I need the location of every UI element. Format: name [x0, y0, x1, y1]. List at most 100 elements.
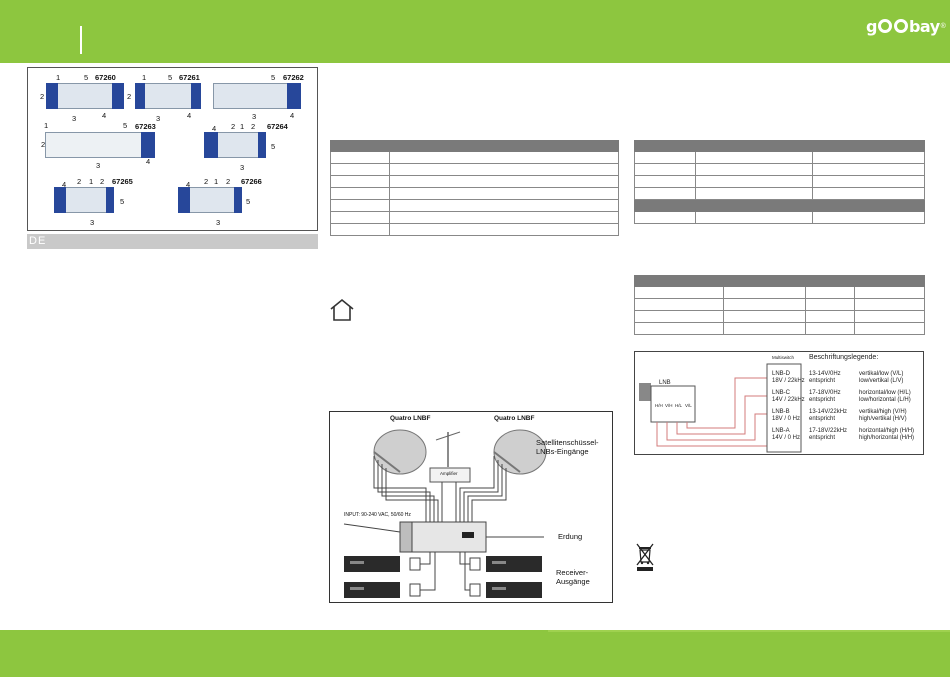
- legend-desc: low/vertikal (L/V): [859, 378, 904, 384]
- legend-desc: horizontal/high (H/H): [859, 428, 915, 434]
- installation-diagram: Quatro LNBF Quatro LNBF Satellitenschüss…: [329, 411, 613, 603]
- table-row: [634, 151, 925, 164]
- table-row: [634, 187, 925, 200]
- callout: 3: [90, 218, 95, 227]
- multiswitch-label: Multiswitch: [772, 355, 795, 360]
- lnbf-left-label: Quatro LNBF: [390, 415, 431, 422]
- model-label: 67266: [241, 177, 262, 186]
- callout: 2: [100, 177, 105, 186]
- legend-wiring: [639, 363, 802, 453]
- callout: 5: [271, 73, 276, 82]
- callout: 5: [123, 121, 128, 130]
- table-row: [634, 211, 925, 224]
- legend-desc: vertikal/high (V/H): [859, 409, 907, 415]
- legend-corresponds: entspricht: [809, 378, 836, 384]
- device-67260: [46, 83, 124, 109]
- callout: 2: [40, 92, 45, 101]
- model-label: 67263: [135, 122, 156, 131]
- device-67262: [213, 83, 301, 109]
- lnb-port: V/L: [685, 403, 692, 408]
- callout: 1: [89, 177, 94, 186]
- callout: 2: [251, 122, 256, 131]
- label-legend: LNB H/H V/H H/L V/L Multiswitch Beschrif…: [634, 351, 924, 455]
- device-67261: [135, 83, 201, 109]
- callout: 5: [271, 142, 276, 151]
- callout: 5: [246, 197, 251, 206]
- logo-registered: ®: [940, 22, 946, 30]
- legend-signal: 18V / 22kHz: [772, 378, 805, 384]
- callout: 4: [186, 180, 191, 189]
- table-row: [634, 322, 925, 335]
- device-67263: [45, 132, 155, 158]
- amplifier-label: Amplifier: [440, 471, 458, 476]
- callout: 1: [214, 177, 219, 186]
- table-header-row: [634, 275, 925, 287]
- receiver-outputs-label: Receiver- Ausgänge: [556, 568, 590, 586]
- lnb-port: V/H: [665, 403, 673, 408]
- callout: 4: [102, 111, 107, 120]
- callout: 3: [156, 114, 161, 123]
- callout: 4: [146, 157, 151, 166]
- lnbf-right-label: Quatro LNBF: [494, 415, 535, 422]
- legend-port: LNB-C: [772, 390, 791, 396]
- callout: 4: [290, 111, 295, 120]
- callout: 1: [142, 73, 147, 82]
- callout: 5: [120, 197, 125, 206]
- callout: 3: [96, 161, 101, 170]
- callout: 1: [44, 121, 49, 130]
- callout: 3: [252, 112, 257, 121]
- legend-voltage: 13-14V/0Hz: [809, 371, 841, 377]
- table-row: [330, 211, 619, 224]
- table-row: [634, 286, 925, 299]
- legend-signal: 14V / 0 Hz: [772, 435, 801, 441]
- device-67264: [204, 132, 266, 158]
- legend-port: LNB-A: [772, 428, 790, 434]
- callout: 3: [216, 218, 221, 227]
- table-row: [330, 175, 619, 188]
- table-subheader-row: [634, 199, 925, 212]
- legend-desc: horizontal/low (H/L): [859, 390, 911, 396]
- table-row: [634, 310, 925, 323]
- legend-signal: 18V / 0 Hz: [772, 416, 801, 422]
- model-label: 67264: [267, 122, 288, 131]
- legend-port: LNB-B: [772, 409, 790, 415]
- device-67265: [54, 187, 114, 213]
- lnb-label: LNB: [659, 380, 671, 386]
- legend-corresponds: entspricht: [809, 435, 836, 441]
- callout: 1: [56, 73, 61, 82]
- footer-bar: [0, 630, 950, 677]
- lnb-port: H/L: [675, 403, 683, 408]
- callout: 4: [212, 124, 217, 133]
- ground-label: Erdung: [558, 532, 583, 541]
- weee-bin-icon: [636, 543, 654, 571]
- legend-desc: low/horizontal (L/H): [859, 397, 911, 403]
- table-row: [330, 199, 619, 212]
- table-header-row: [634, 140, 925, 152]
- callout: 2: [204, 177, 209, 186]
- table-row: [634, 298, 925, 311]
- spec-table-2: [634, 140, 925, 224]
- table-row: [330, 223, 619, 236]
- callout: 5: [84, 73, 89, 82]
- legend-signal: 14V / 22kHz: [772, 397, 805, 403]
- legend-port: LNB-D: [772, 371, 791, 377]
- callout: 4: [62, 180, 67, 189]
- device-67266: [178, 187, 242, 213]
- table-row: [330, 163, 619, 176]
- legend-corresponds: entspricht: [809, 397, 836, 403]
- callout: 3: [240, 163, 245, 172]
- callout: 5: [168, 73, 173, 82]
- callout: 1: [240, 122, 245, 131]
- model-label: 67265: [112, 177, 133, 186]
- table-row: [330, 151, 619, 164]
- model-label: 67260: [95, 73, 116, 82]
- legend-corresponds: entspricht: [809, 416, 836, 422]
- footer-accent: [548, 630, 950, 632]
- model-label: 67261: [179, 73, 200, 82]
- legend-title: Beschriftungslegende:: [809, 354, 879, 361]
- callout: 2: [127, 92, 132, 101]
- legend-voltage: 17-18V/0Hz: [809, 390, 841, 396]
